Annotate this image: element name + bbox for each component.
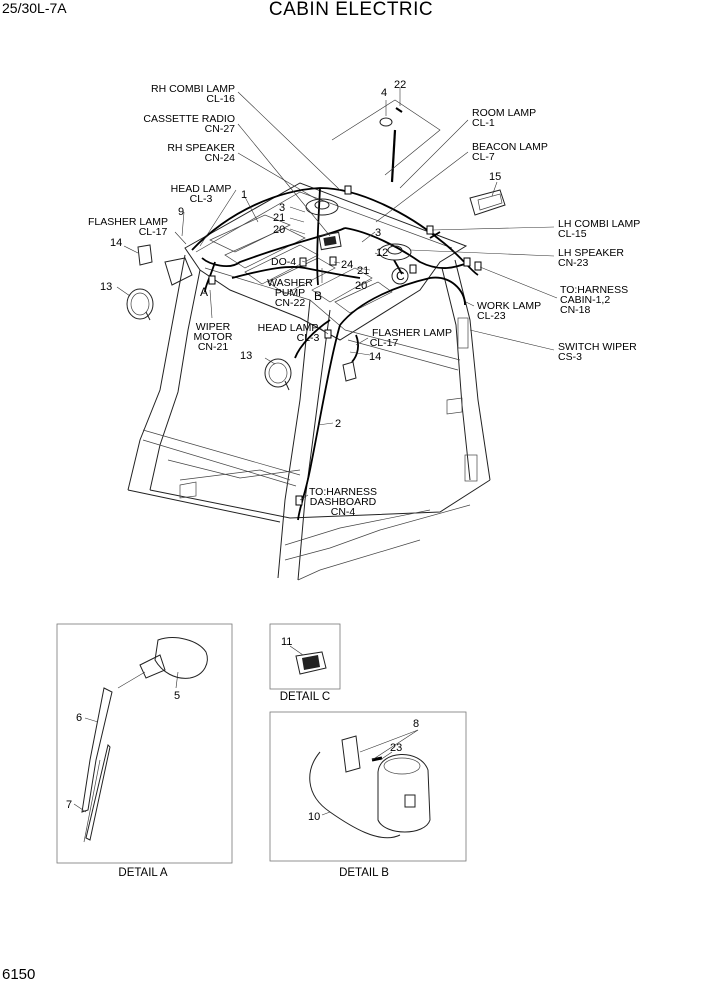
part-numbers-main: 1 2 3 3 4 9 12 13 13 14 14 15 20 20 21 2… [100, 79, 501, 430]
lh-combi-lamp-code: CL-15 [558, 228, 587, 240]
part-number: 20 [355, 280, 367, 292]
switch-detail-icon [295, 651, 327, 675]
beacon-lamp-icon [469, 189, 506, 216]
head-lamp-mid-code: CL-3 [297, 332, 320, 344]
to-dashboard-label-2: DASHBOARD [310, 496, 377, 508]
part-number: 21 [357, 265, 369, 277]
beacon-lamp-label: BEACON LAMP [472, 141, 548, 153]
beacon-lamp-code: CL-7 [472, 151, 495, 163]
washer-tank-icon [377, 754, 431, 833]
part-number: 4 [381, 87, 387, 99]
part-number: 8 [413, 718, 419, 730]
do4-label: DO-4 [271, 256, 296, 268]
head-lamp-top-label: HEAD LAMP [171, 183, 232, 195]
part-number: 2 [335, 418, 341, 430]
flasher-lamp-left-icon [137, 244, 153, 266]
head-lamp-left-icon [126, 288, 154, 320]
to-cabin-label-2: CABIN-1,2 [560, 294, 610, 306]
switch-wiper-label: SWITCH WIPER [558, 341, 637, 353]
wiper-motor-detail-icon [154, 637, 208, 679]
washer-pump-code: CN-22 [275, 297, 306, 309]
part-number: 13 [100, 281, 112, 293]
lh-speaker-label: LH SPEAKER [558, 247, 624, 259]
leader-lines [116, 88, 558, 501]
room-lamp-code: CL-1 [472, 117, 495, 129]
components [126, 107, 506, 506]
wiper-blade-icon [85, 744, 111, 841]
head-lamp-mid-label: HEAD LAMP [258, 322, 319, 334]
part-number: 6 [76, 712, 82, 724]
detail-c-caption: DETAIL C [280, 691, 330, 703]
wiper-motor-label-1: WIPER [196, 321, 231, 333]
detail-c-panel: 11 DETAIL C [269, 623, 341, 703]
cassette-radio-label: CASSETTE RADIO [143, 113, 235, 125]
part-number: 21 [273, 212, 285, 224]
detail-a-caption: DETAIL A [118, 867, 168, 879]
part-number: 5 [174, 690, 180, 702]
part-number: 7 [66, 799, 72, 811]
rh-combi-lamp-code: CL-16 [206, 93, 235, 105]
lh-speaker-code: CN-23 [558, 257, 589, 269]
part-number: 14 [369, 351, 381, 363]
switch-wiper-code: CS-3 [558, 351, 582, 363]
part-number: 13 [240, 350, 252, 362]
detail-b-caption: DETAIL B [339, 867, 389, 879]
part-number: 10 [308, 811, 320, 823]
part-number: 3 [279, 202, 285, 214]
part-number: 12 [376, 247, 388, 259]
work-lamp-label: WORK LAMP [477, 300, 541, 312]
detail-b-panel: 8 23 10 DETAIL B [269, 711, 467, 879]
part-number: 15 [489, 171, 501, 183]
head-lamp-mid-icon [264, 358, 292, 388]
room-lamp-label: ROOM LAMP [472, 107, 536, 119]
part-number: 14 [110, 237, 122, 249]
page-number: 6150 [2, 966, 36, 983]
callouts-left: RH COMBI LAMP CL-16 CASSETTE RADIO CN-27… [88, 83, 452, 518]
part-number: 23 [390, 742, 402, 754]
detail-b-marker: B [314, 289, 322, 303]
rh-combi-lamp-label: RH COMBI LAMP [151, 83, 235, 95]
detail-a-marker: A [200, 285, 208, 299]
lh-combi-lamp-label: LH COMBI LAMP [558, 218, 640, 230]
to-dashboard-label: TO:HARNESS [309, 486, 377, 498]
wiper-motor-code: CN-21 [198, 341, 229, 353]
part-number: 20 [273, 224, 285, 236]
model-code: 25/30L-7A [2, 0, 67, 16]
wiper-motor-label-2: MOTOR [194, 331, 233, 343]
flasher-lamp-left-code: CL-17 [139, 226, 168, 238]
flasher-lamp-mid-label: FLASHER LAMP [372, 327, 452, 339]
detail-c-marker: C [396, 269, 405, 283]
bracket-icon [341, 735, 361, 773]
to-dashboard-code: CN-4 [331, 506, 356, 518]
detail-markers: A B C [200, 267, 409, 303]
flasher-lamp-mid-code: CL-17 [370, 337, 399, 349]
lh-speaker-icon [378, 243, 412, 261]
work-lamp-code: CL-23 [477, 310, 506, 322]
wiper-motor-icon [164, 257, 193, 286]
washer-pump-label-1: WASHER [267, 277, 313, 289]
flasher-lamp-mid-icon [342, 361, 357, 382]
cabin-frame [127, 182, 491, 581]
part-number: 11 [281, 636, 292, 648]
part-number: 24 [341, 259, 353, 271]
rh-speaker-label: RH SPEAKER [167, 142, 235, 154]
washer-pump-label-2: PUMP [275, 287, 305, 299]
part-number: 9 [178, 206, 184, 218]
to-cabin-code: CN-18 [560, 304, 591, 316]
rh-speaker-code: CN-24 [205, 152, 236, 164]
callouts-right: ROOM LAMP CL-1 BEACON LAMP CL-7 LH COMBI… [472, 107, 640, 363]
cassette-radio-code: CN-27 [205, 123, 236, 135]
head-lamp-top-code: CL-3 [190, 193, 213, 205]
detail-a-panel: 5 6 7 DETAIL A [56, 623, 233, 879]
part-number: 1 [241, 189, 247, 201]
page-title: CABIN ELECTRIC [268, 0, 434, 20]
flasher-lamp-left-label: FLASHER LAMP [88, 216, 168, 228]
wiring-harness [191, 129, 479, 521]
wiper-arm-icon [81, 687, 113, 813]
part-number: 22 [394, 79, 406, 91]
to-cabin-label: TO:HARNESS [560, 284, 628, 296]
part-number: 3 [375, 227, 381, 239]
